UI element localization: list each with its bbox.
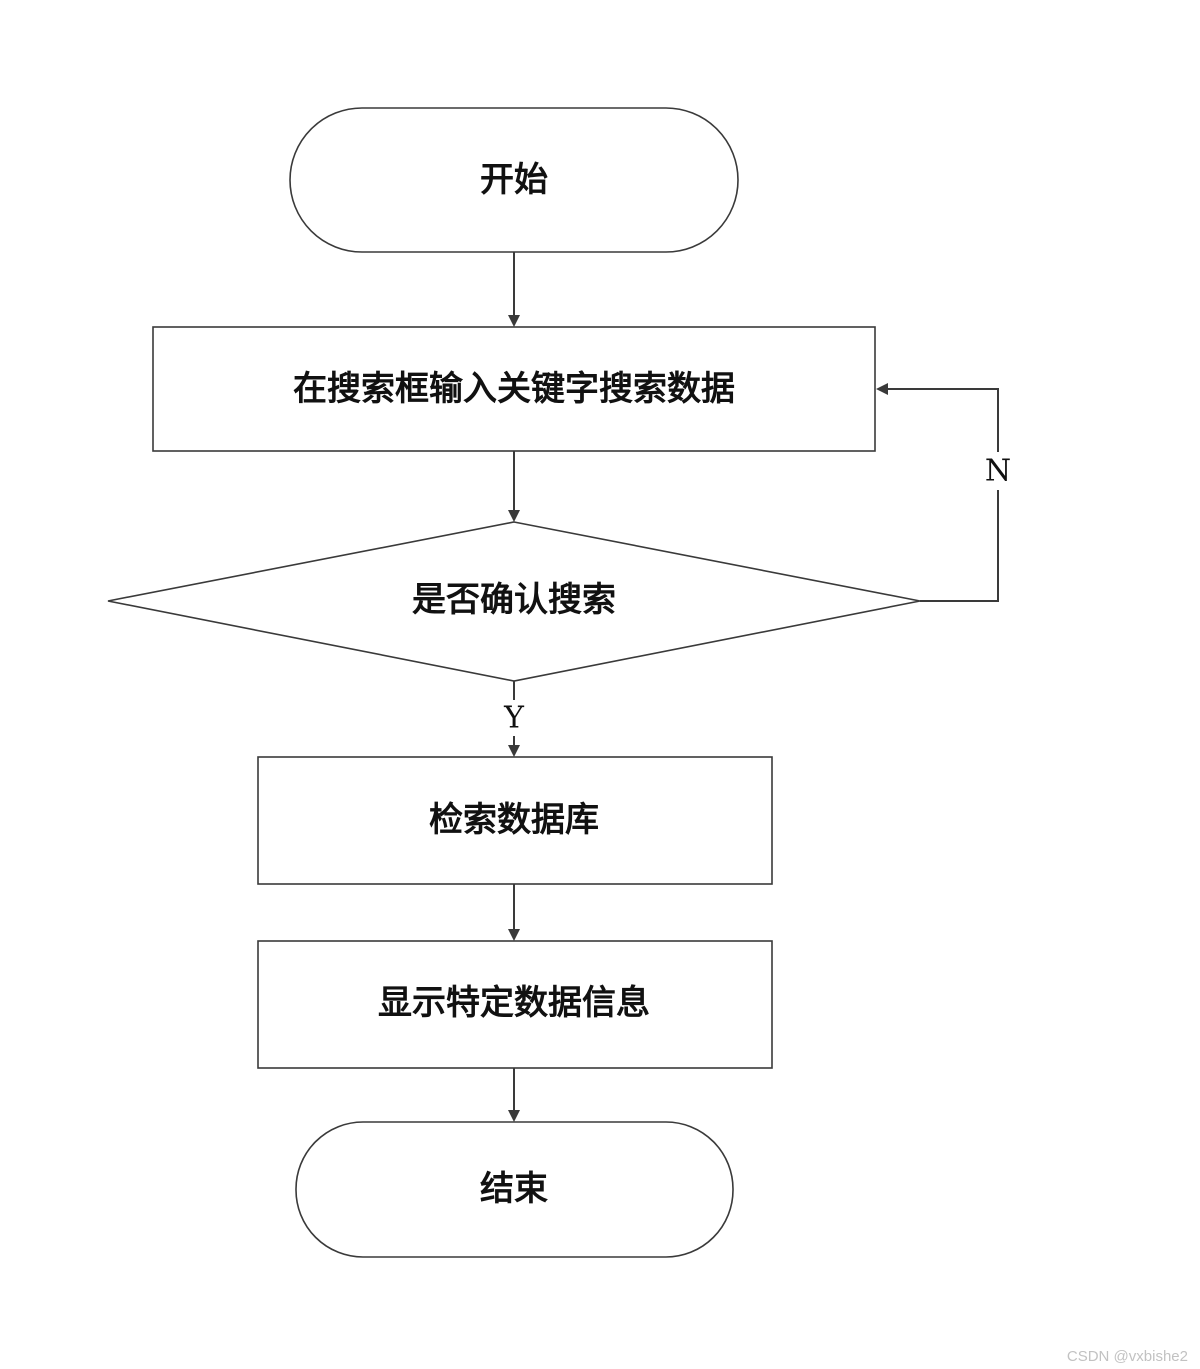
yes-label-background	[502, 700, 526, 736]
retrieve-database-node-shape	[257, 756, 773, 885]
start-node: 开始	[289, 107, 739, 253]
end-node-shape	[295, 1121, 734, 1258]
start-node-label: 开始	[480, 160, 548, 200]
display-data-node: 显示特定数据信息	[257, 940, 773, 1069]
yes-label: Y	[503, 701, 525, 736]
input-keyword-node: 在搜索框输入关键字搜索数据	[152, 326, 876, 452]
arrow-no-loop	[876, 383, 999, 602]
display-data-node-label: 显示特定数据信息	[378, 983, 650, 1023]
input-keyword-node-label: 在搜索框输入关键字搜索数据	[293, 369, 735, 409]
retrieve-database-node: 检索数据库	[257, 756, 773, 885]
confirm-search-decision-label: 是否确认搜索	[412, 580, 616, 620]
no-label: N	[985, 454, 1011, 489]
display-data-node-shape	[257, 940, 773, 1069]
no-label-background	[986, 452, 1010, 490]
end-node: 结束	[295, 1121, 734, 1258]
retrieve-database-node-label: 检索数据库	[429, 800, 599, 840]
input-keyword-node-shape	[152, 326, 876, 452]
end-node-label: 结束	[480, 1169, 548, 1209]
watermark: CSDN @vxbishe2	[1066, 1348, 1188, 1365]
confirm-search-decision: 是否确认搜索	[107, 521, 921, 682]
